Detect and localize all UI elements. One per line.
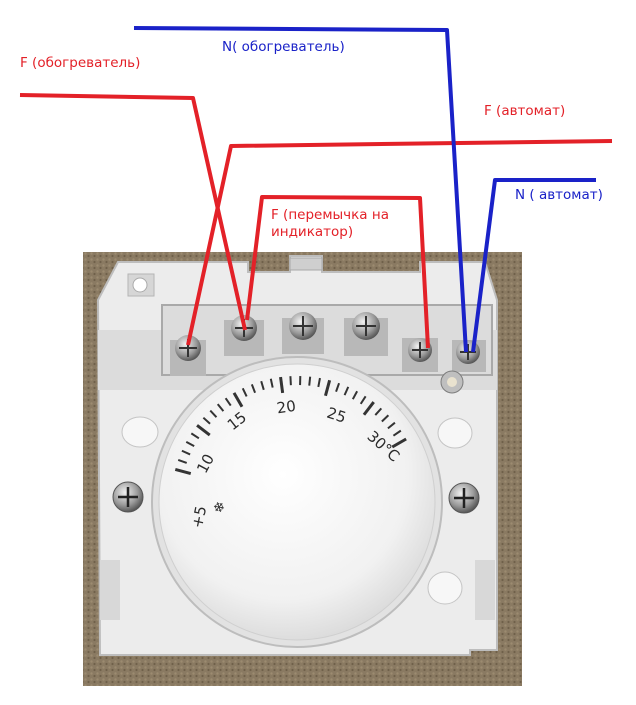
label-n-heater: N( обогреватель) bbox=[222, 39, 345, 56]
terminal-screw-5 bbox=[402, 338, 438, 372]
label-f-heater: F (обогреватель) bbox=[20, 55, 140, 72]
dial-label-20: 20 bbox=[276, 397, 297, 417]
dial-tick bbox=[309, 377, 310, 386]
dial-tick bbox=[281, 377, 283, 393]
label-f-jumper: F (перемычка на индикатор) bbox=[271, 207, 421, 241]
mount-hole-bottom bbox=[428, 572, 462, 604]
mount-hole-right bbox=[438, 418, 472, 448]
label-f-auto: F (автомат) bbox=[484, 103, 565, 120]
terminal-screw-4 bbox=[344, 312, 388, 356]
terminal-screw-3 bbox=[282, 312, 324, 354]
mounting-screw-right bbox=[449, 483, 479, 513]
label-n-auto: N ( автомат) bbox=[515, 187, 603, 204]
mount-hole-left bbox=[122, 417, 158, 447]
temperature-dial[interactable]: +5 10 15 20 25 30°C ❄ bbox=[152, 357, 442, 647]
terminal-screw-6 bbox=[452, 340, 486, 372]
indicator-lamp bbox=[441, 371, 463, 393]
mounting-screw-left bbox=[113, 482, 143, 512]
